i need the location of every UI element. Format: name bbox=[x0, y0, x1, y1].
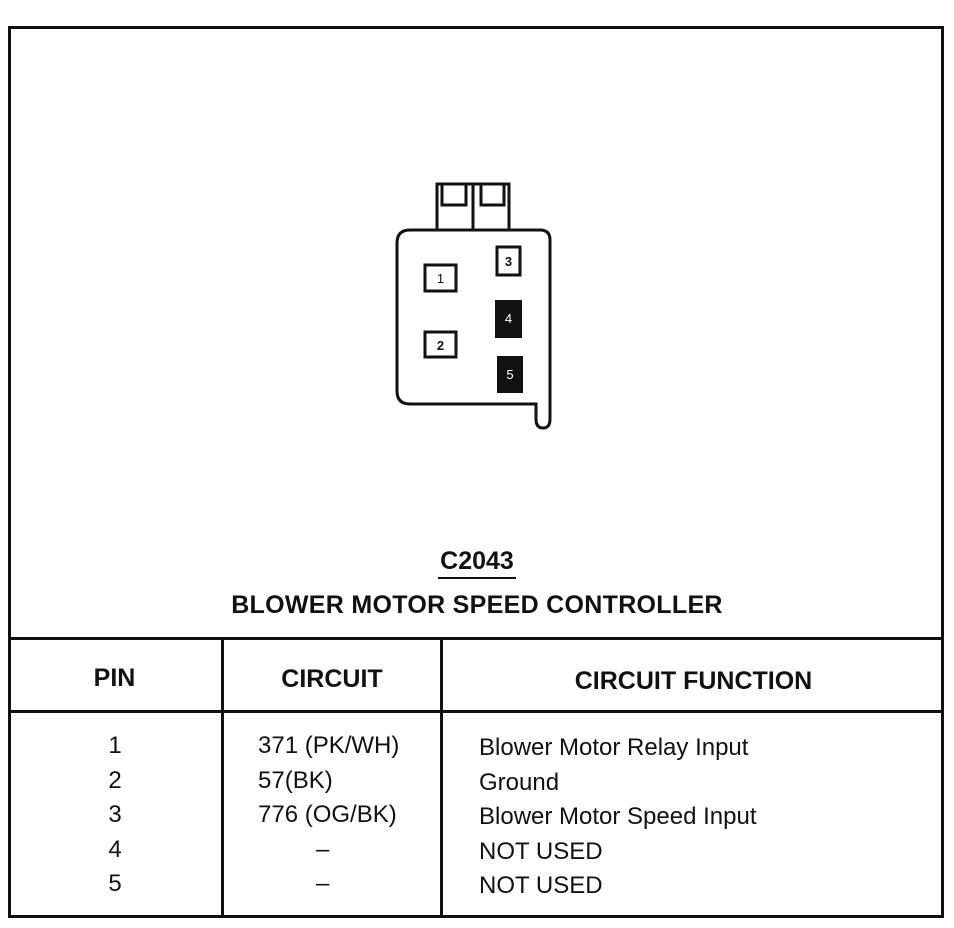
pin-3: 3 bbox=[495, 245, 522, 277]
table-cell-circuit: 371 (PK/WH) bbox=[258, 732, 400, 759]
table-cell-pin: 2 bbox=[108, 766, 122, 794]
pin-5-label: 5 bbox=[506, 367, 513, 382]
connector-body bbox=[395, 228, 552, 430]
connector-id: C2043 bbox=[0, 547, 954, 579]
connector-latch bbox=[435, 182, 511, 232]
pin-4: 4 bbox=[495, 300, 522, 338]
connector-name: BLOWER MOTOR SPEED CONTROLLER bbox=[231, 591, 723, 619]
table-header-divider bbox=[8, 710, 944, 713]
header-circuit-function: CIRCUIT FUNCTION bbox=[574, 667, 813, 695]
table-cell-circuit: – bbox=[316, 835, 330, 863]
table-cell-pin: 4 bbox=[108, 835, 122, 863]
diagram-frame bbox=[8, 26, 944, 918]
table-cell-circuit: – bbox=[316, 870, 330, 897]
table-cell-function: Ground bbox=[479, 768, 560, 796]
table-cell-pin: 5 bbox=[108, 870, 122, 897]
function-column: Blower Motor Relay Input Ground Blower M… bbox=[479, 731, 919, 904]
table-cell-function: Blower Motor Speed Input bbox=[479, 803, 757, 830]
table-cell-function: NOT USED bbox=[479, 872, 603, 899]
pin-1: 1 bbox=[423, 263, 458, 293]
connector-id-text: C2043 bbox=[438, 547, 516, 579]
table-top-border bbox=[8, 637, 944, 640]
connector-face-drawing: 1 2 3 4 5 bbox=[395, 182, 552, 430]
table-cell-circuit: 776 (OG/BK) bbox=[258, 801, 397, 828]
table-cell-pin: 1 bbox=[108, 732, 122, 759]
table-column-divider bbox=[440, 637, 443, 918]
table-column-divider bbox=[221, 637, 224, 918]
pin-2: 2 bbox=[423, 330, 458, 359]
table-cell-pin: 3 bbox=[108, 801, 122, 828]
pin-5: 5 bbox=[497, 356, 523, 393]
pin-4-label: 4 bbox=[505, 311, 512, 326]
table-cell-function: Blower Motor Relay Input bbox=[479, 734, 749, 761]
pin-2-label: 2 bbox=[437, 338, 444, 353]
header-circuit: CIRCUIT bbox=[281, 665, 383, 693]
pin-column: 1 2 3 4 5 bbox=[75, 729, 155, 902]
header-pin: PIN bbox=[93, 664, 136, 692]
table-cell-function: NOT USED bbox=[479, 837, 603, 865]
pin-1-label: 1 bbox=[437, 271, 444, 286]
circuit-column: 371 (PK/WH) 57(BK) 776 (OG/BK) – – bbox=[258, 729, 438, 902]
pin-3-label: 3 bbox=[505, 254, 512, 269]
pinout-table: PIN CIRCUIT CIRCUIT FUNCTION 1 2 3 4 5 3… bbox=[8, 637, 944, 918]
table-cell-circuit: 57(BK) bbox=[258, 766, 333, 794]
